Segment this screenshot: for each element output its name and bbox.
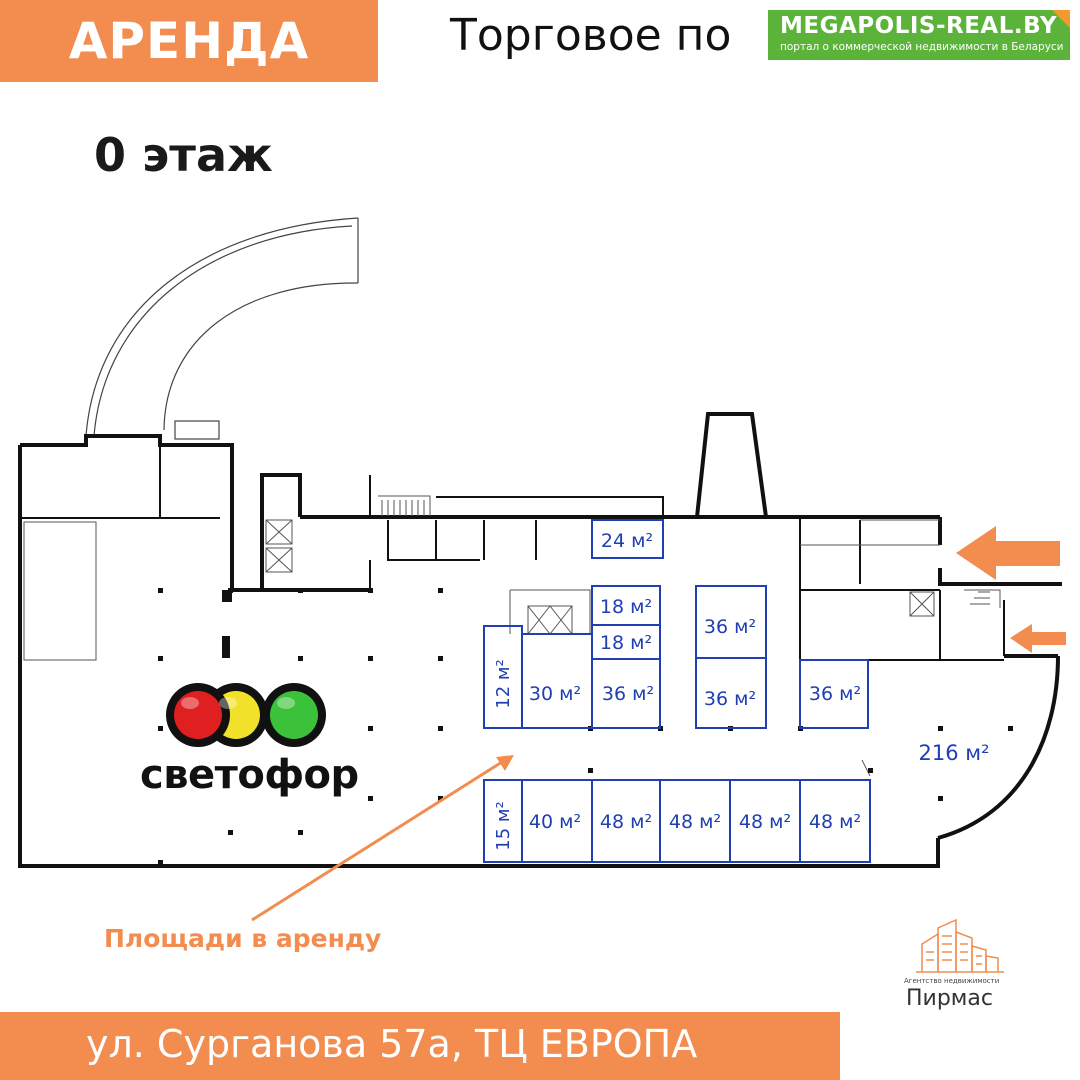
unit-label: 48 м²	[669, 811, 721, 833]
unit-label: 30 м²	[529, 683, 581, 705]
unit-label: 36 м²	[602, 683, 654, 705]
entrance-arrow-icon	[1010, 624, 1066, 653]
unit-label: 216 м²	[918, 741, 989, 765]
rent-badge: АРЕНДА	[0, 0, 378, 82]
unit-label: 48 м²	[739, 811, 791, 833]
unit-label: 12 м²	[493, 659, 514, 708]
curved-ramp	[85, 217, 359, 440]
svetofor-logo-icon	[166, 683, 326, 747]
unit-label: 18 м²	[600, 632, 652, 654]
agency-name: Пирмас	[906, 986, 993, 1011]
unit-label: 18 м²	[600, 596, 652, 618]
address-bar	[0, 1012, 840, 1080]
megapolis-banner[interactable]: MEGAPOLIS-REAL.BY портал о коммерческой …	[768, 10, 1070, 60]
unit-label: 36 м²	[704, 688, 756, 710]
unit-label: 48 м²	[600, 811, 652, 833]
unit-label: 40 м²	[529, 811, 581, 833]
entrance-arrow-icon	[956, 526, 1060, 580]
tenant-name: светофор	[140, 752, 359, 798]
rental-unit-labels: 24 м² 18 м² 18 м² 12 м² 30 м² 36 м² 36 м…	[493, 530, 990, 851]
agency-subtitle: Агентство недвижимости	[904, 977, 1000, 985]
megapolis-subtitle: портал о коммерческой недвижимости в Бел…	[780, 41, 1064, 53]
thin-details	[23, 495, 1001, 777]
columns	[158, 588, 1013, 865]
exterior-walls	[18, 412, 1062, 868]
rental-unit-outlines	[483, 519, 871, 863]
interior-walls	[20, 445, 1005, 661]
floor-label: 0 этаж	[94, 128, 273, 182]
pointer-arrow-icon	[251, 755, 514, 922]
megapolis-corner-icon	[1052, 10, 1070, 28]
unit-label: 24 м²	[601, 530, 653, 552]
unit-label: 36 м²	[809, 683, 861, 705]
address-text: ул. Сурганова 57а, ТЦ ЕВРОПА	[86, 1022, 698, 1066]
rent-areas-caption: Площади в аренду	[104, 924, 382, 953]
unit-label: 36 м²	[704, 616, 756, 638]
unit-label: 15 м²	[493, 801, 514, 850]
unit-label: 48 м²	[809, 811, 861, 833]
megapolis-title: MEGAPOLIS-REAL.BY	[780, 13, 1058, 39]
building-logo-icon	[916, 918, 1004, 973]
page-title: Торговое по	[450, 10, 732, 61]
